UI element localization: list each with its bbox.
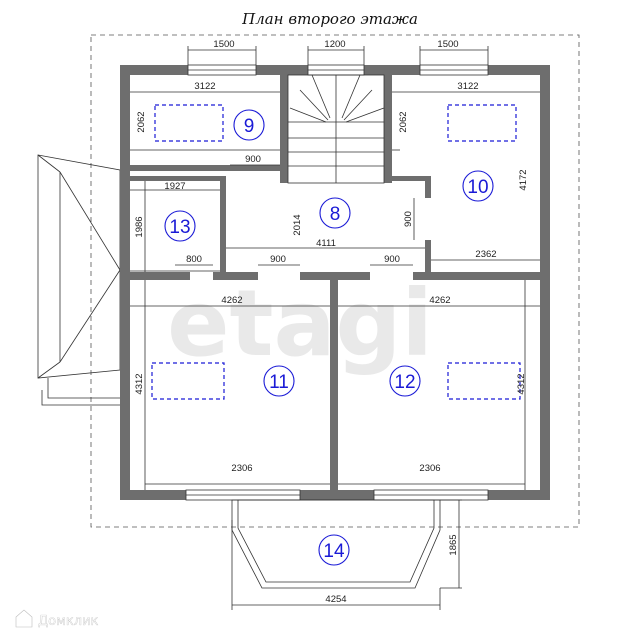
house-icon: [15, 608, 33, 628]
watermark: etagi: [167, 270, 433, 377]
plan-title: План второго этажа: [241, 10, 418, 28]
dim-room12-width: 4262: [429, 295, 450, 306]
room-8-circle: [319, 197, 351, 229]
dim-room10-width: 3122: [457, 81, 478, 92]
roof-outline: [90, 34, 580, 528]
room-13-circle: [164, 210, 196, 242]
balcony: [231, 499, 462, 610]
dim-room10-height: 2062: [398, 111, 409, 132]
top-dimension-lines: [187, 46, 489, 65]
dim-room12-height: 4312: [516, 373, 527, 394]
room-11-label: 11: [269, 372, 289, 393]
left-roof-canopy: [37, 154, 121, 406]
staircase: [287, 74, 385, 184]
room-13-label: 13: [169, 217, 190, 238]
dim-window-right: 1500: [437, 39, 458, 50]
dim-room11-width: 4262: [221, 295, 242, 306]
dim-room10-bottom: 2362: [475, 249, 496, 260]
dim-room13-height: 1986: [134, 216, 145, 237]
dim-hall-door-right: 900: [384, 254, 400, 265]
dim-room13-door: 800: [186, 254, 202, 265]
dimension-labels: 1500 1200 1500 3122 2062 900 3122 2062 4…: [134, 39, 529, 605]
dim-window-left: 1500: [213, 39, 234, 50]
furniture-markers: [151, 104, 521, 400]
room-markers: 9 10 8 13 11 12 14: [164, 109, 494, 566]
dim-room12-window: 2306: [419, 463, 440, 474]
logo-text: Домклик: [38, 614, 99, 629]
dim-room9-width: 3122: [194, 81, 215, 92]
dim-balcony-width: 4254: [325, 594, 346, 605]
room-12-circle: [389, 365, 421, 397]
room-8-label: 8: [330, 204, 341, 225]
room-10-circle: [462, 170, 494, 202]
dim-room9-door: 900: [245, 154, 261, 165]
top-windows: [187, 64, 489, 76]
domclick-logo: Домклик: [15, 608, 99, 629]
dim-hall-door-left: 900: [270, 254, 286, 265]
room-14-label: 14: [323, 541, 345, 562]
interior-walls: [130, 75, 540, 490]
dim-window-center: 1200: [324, 39, 345, 50]
room-12-label: 12: [394, 372, 415, 393]
room-10-label: 10: [467, 177, 488, 198]
inner-lines: [130, 91, 540, 490]
room-9-circle: [233, 109, 265, 141]
dim-room10-door: 900: [403, 211, 414, 227]
dim-room11-height: 4312: [134, 373, 145, 394]
dim-hall-width: 4111: [316, 238, 336, 249]
dim-room10-depth: 4172: [518, 169, 529, 190]
dim-hall-height: 2014: [292, 214, 303, 235]
dim-room9-height: 2062: [136, 111, 147, 132]
dim-room11-window: 2306: [231, 463, 252, 474]
room-11-circle: [263, 365, 295, 397]
dim-room13-width: 1927: [164, 181, 185, 192]
dim-balcony-depth: 1865: [448, 534, 459, 555]
room-14-circle: [318, 534, 350, 566]
room-9-label: 9: [244, 116, 255, 137]
